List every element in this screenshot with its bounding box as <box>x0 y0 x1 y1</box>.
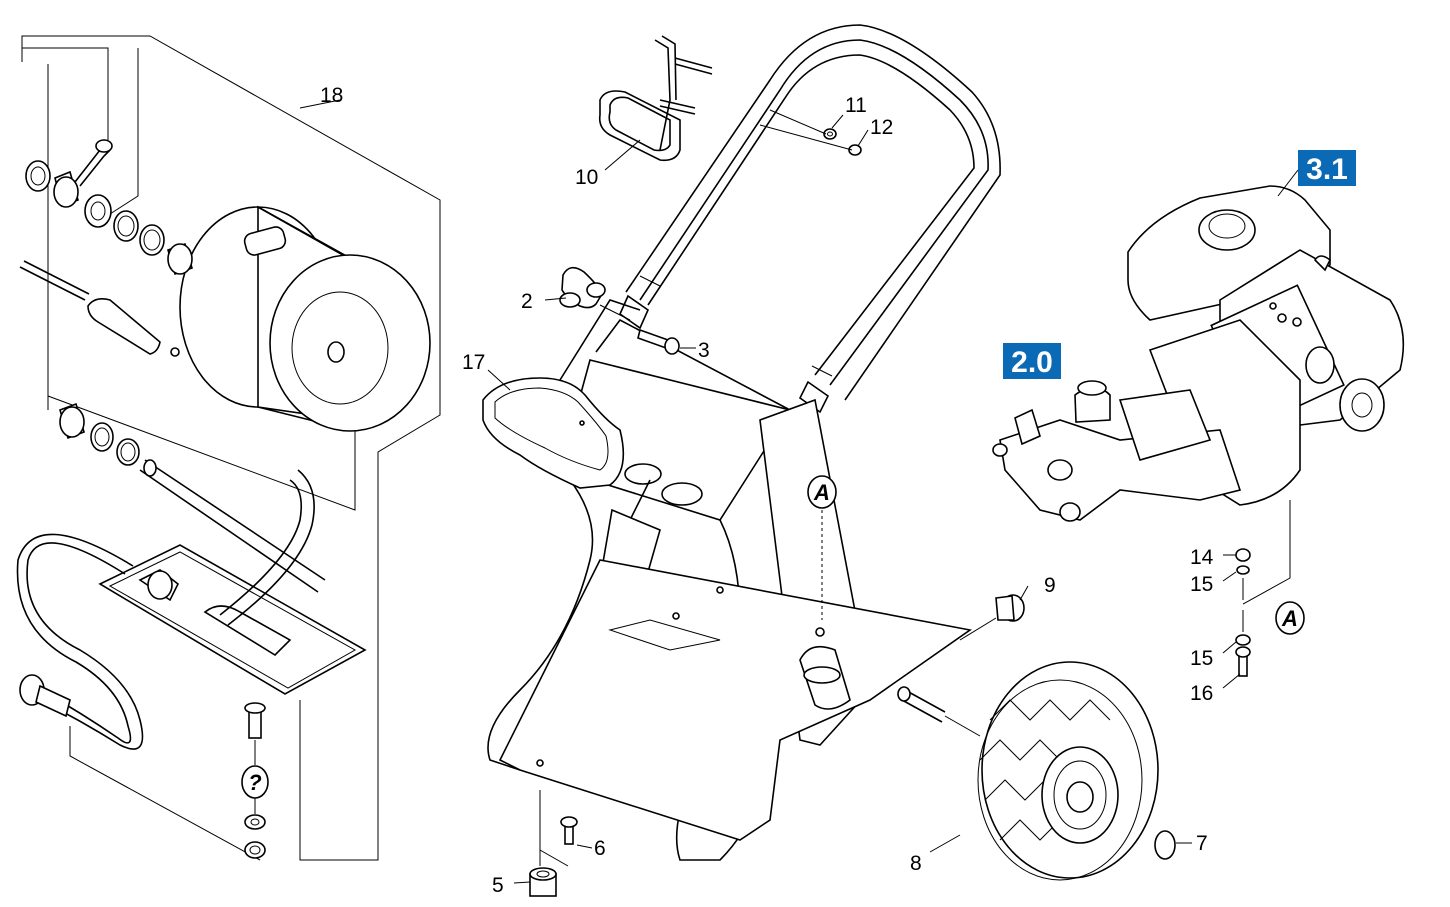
hose-reel-group-outline <box>21 35 441 861</box>
bolt-3 <box>637 328 680 355</box>
label-6: 6 <box>594 837 606 860</box>
ref-a-label-2: A <box>1281 606 1298 631</box>
label-5: 5 <box>492 874 504 897</box>
handle-clamp-10 <box>598 35 713 162</box>
ref-a-label-1: A <box>813 480 830 505</box>
wheel-8 <box>897 661 1159 881</box>
washer-11-nut-12 <box>759 109 862 156</box>
label-15-upper: 15 <box>1190 573 1213 596</box>
engine-3-1 <box>1127 185 1405 506</box>
label-8: 8 <box>910 852 922 875</box>
hose-reel-bracket-plate <box>98 544 367 695</box>
hose-assembly <box>16 469 315 861</box>
label-10: 10 <box>575 166 598 189</box>
engine-badge: 3.1 <box>1298 150 1356 186</box>
label-15-lower: 15 <box>1190 647 1213 670</box>
label-2: 2 <box>521 290 533 313</box>
label-12: 12 <box>870 116 893 139</box>
foot-5-screw-6 <box>529 790 578 897</box>
frame-handle <box>619 24 1001 414</box>
reel-fittings-upper <box>22 47 193 276</box>
pump-2-0 <box>992 380 1242 522</box>
pump-badge-text: 2.0 <box>1011 346 1053 379</box>
knob-2 <box>559 266 631 321</box>
reference-a-marker-engine: A <box>1275 601 1305 635</box>
label-11: 11 <box>845 94 867 117</box>
label-16: 16 <box>1190 682 1213 705</box>
label-3: 3 <box>698 339 710 362</box>
ref-q-label: ? <box>248 770 261 795</box>
fasteners-14-16 <box>1235 500 1291 677</box>
label-leaders <box>299 99 1299 884</box>
label-17: 17 <box>462 351 485 374</box>
frame-base <box>487 299 973 861</box>
pump-badge: 2.0 <box>1003 343 1061 379</box>
reference-a-marker-frame: A <box>807 475 837 620</box>
label-9: 9 <box>1044 574 1056 597</box>
engine-badge-text: 3.1 <box>1306 153 1348 186</box>
cap-7 <box>1154 830 1176 860</box>
reference-question-marker: ? <box>241 765 269 799</box>
reel-fasteners <box>244 702 266 859</box>
label-18: 18 <box>320 84 343 107</box>
label-14: 14 <box>1190 546 1214 569</box>
hose-reel-drum <box>179 205 431 432</box>
reel-crank-handle <box>19 260 180 357</box>
plug-9 <box>959 594 1025 641</box>
tray-17 <box>482 377 625 489</box>
label-7: 7 <box>1196 832 1208 855</box>
